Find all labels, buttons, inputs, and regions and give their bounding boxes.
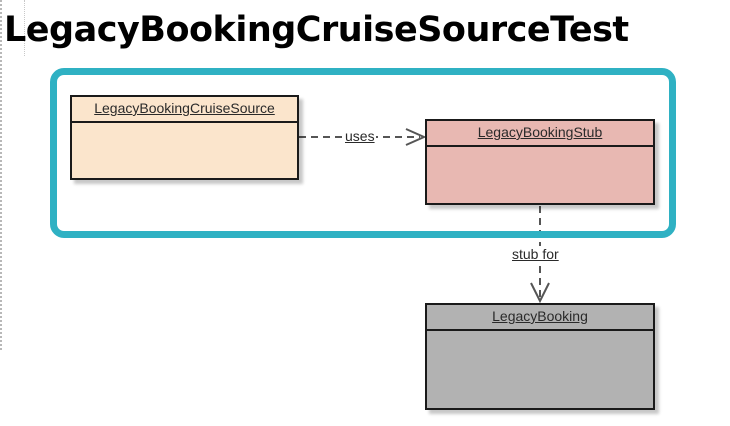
- page-title: LegacyBookingCruiseSourceTest: [4, 10, 629, 50]
- stub-for-relation-label: stub for: [511, 246, 560, 262]
- class-box-booking[interactable]: LegacyBooking: [425, 303, 655, 410]
- class-box-stub[interactable]: LegacyBookingStub: [425, 119, 655, 205]
- class-box-cruise-source[interactable]: LegacyBookingCruiseSource: [70, 95, 299, 180]
- uses-relation-label: uses: [344, 128, 376, 144]
- guide-line: [0, 0, 2, 350]
- guide-line: [24, 0, 25, 56]
- highlight-frame: [50, 68, 676, 238]
- uses-arrowhead: [405, 128, 427, 146]
- class-name: LegacyBookingCruiseSource: [72, 97, 297, 123]
- class-name: LegacyBooking: [427, 305, 653, 331]
- class-name: LegacyBookingStub: [427, 121, 653, 147]
- stub-for-arrowhead: [530, 282, 550, 304]
